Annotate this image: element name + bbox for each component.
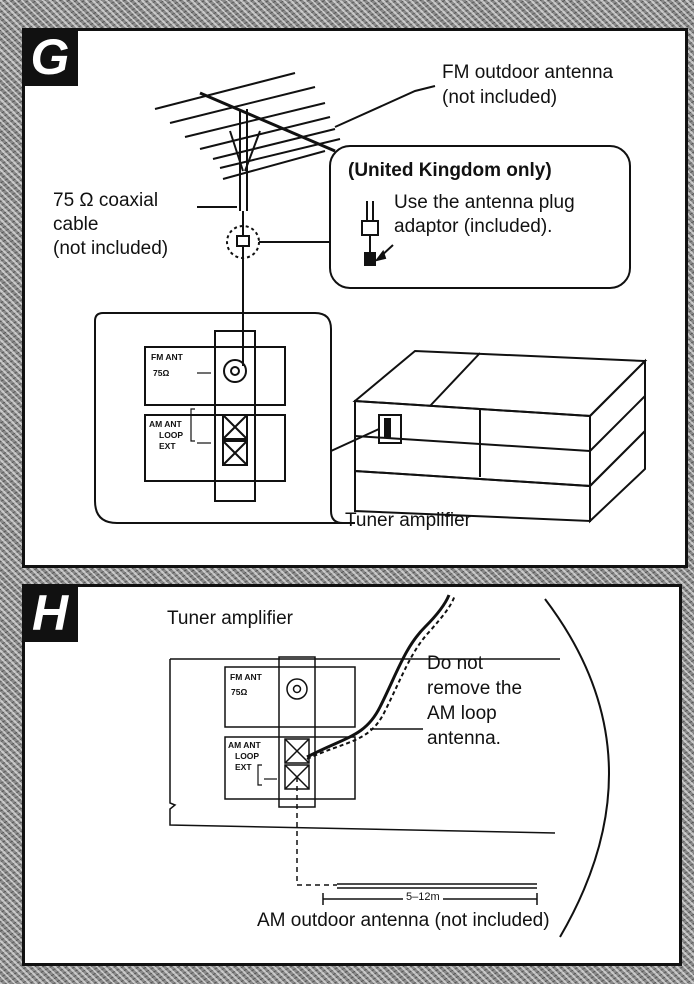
- uk-callout-box: [329, 145, 631, 289]
- tuner-amplifier-icon: [330, 349, 648, 524]
- tuner-amplifier-label-h: Tuner amplifier: [167, 608, 294, 629]
- am-loop-wire: [306, 594, 451, 759]
- am-ant-label-h: AM ANT: [228, 740, 261, 750]
- am-ext-label-h: EXT: [235, 762, 252, 772]
- note-line-4: antenna.: [427, 728, 501, 749]
- length-label: 5–12m: [403, 892, 443, 903]
- fm-ohm-label: 75Ω: [153, 368, 170, 378]
- am-loop-label: LOOP: [159, 430, 184, 440]
- am-ant-label: AM ANT: [149, 419, 182, 429]
- am-loop-label-h: LOOP: [235, 751, 260, 761]
- panel-g: G: [22, 28, 688, 568]
- panel-g-illustration: [94, 72, 648, 524]
- fm-ant-label-h: FM ANT: [230, 672, 262, 682]
- am-ext-label: EXT: [159, 441, 176, 451]
- coaxial-cable-label-2: cable: [53, 214, 99, 235]
- uk-callout-text-1: Use the antenna plug: [394, 192, 575, 213]
- fm-outdoor-antenna-note: (not included): [442, 87, 558, 108]
- fm-outdoor-antenna-label: FM outdoor antenna: [442, 62, 614, 83]
- panel-h-illustration: [169, 594, 610, 938]
- panel-h: H: [22, 584, 682, 966]
- am-outdoor-antenna-label: AM outdoor antenna (not included): [257, 910, 550, 931]
- terminal-block: [144, 330, 286, 502]
- panel-h-badge: H: [22, 584, 78, 642]
- panel-g-badge: G: [22, 28, 78, 86]
- coax-plug-icon: [236, 235, 250, 247]
- fm-antenna-icon: [154, 72, 341, 211]
- antenna-plug-adaptor-icon: [361, 201, 394, 266]
- fm-ant-label: FM ANT: [151, 352, 183, 362]
- fm-ohm-label-h: 75Ω: [231, 687, 248, 697]
- note-line-3: AM loop: [427, 703, 497, 724]
- tuner-amplifier-label: Tuner amplifier: [345, 510, 472, 531]
- uk-callout-heading: (United Kingdom only): [348, 160, 552, 181]
- coaxial-cable-label: 75 Ω coaxial: [53, 190, 159, 211]
- uk-callout-text-2: adaptor (included).: [394, 216, 553, 237]
- coaxial-cable-note: (not included): [53, 238, 169, 259]
- note-line-2: remove the: [427, 678, 523, 699]
- note-line-1: Do not: [427, 653, 483, 674]
